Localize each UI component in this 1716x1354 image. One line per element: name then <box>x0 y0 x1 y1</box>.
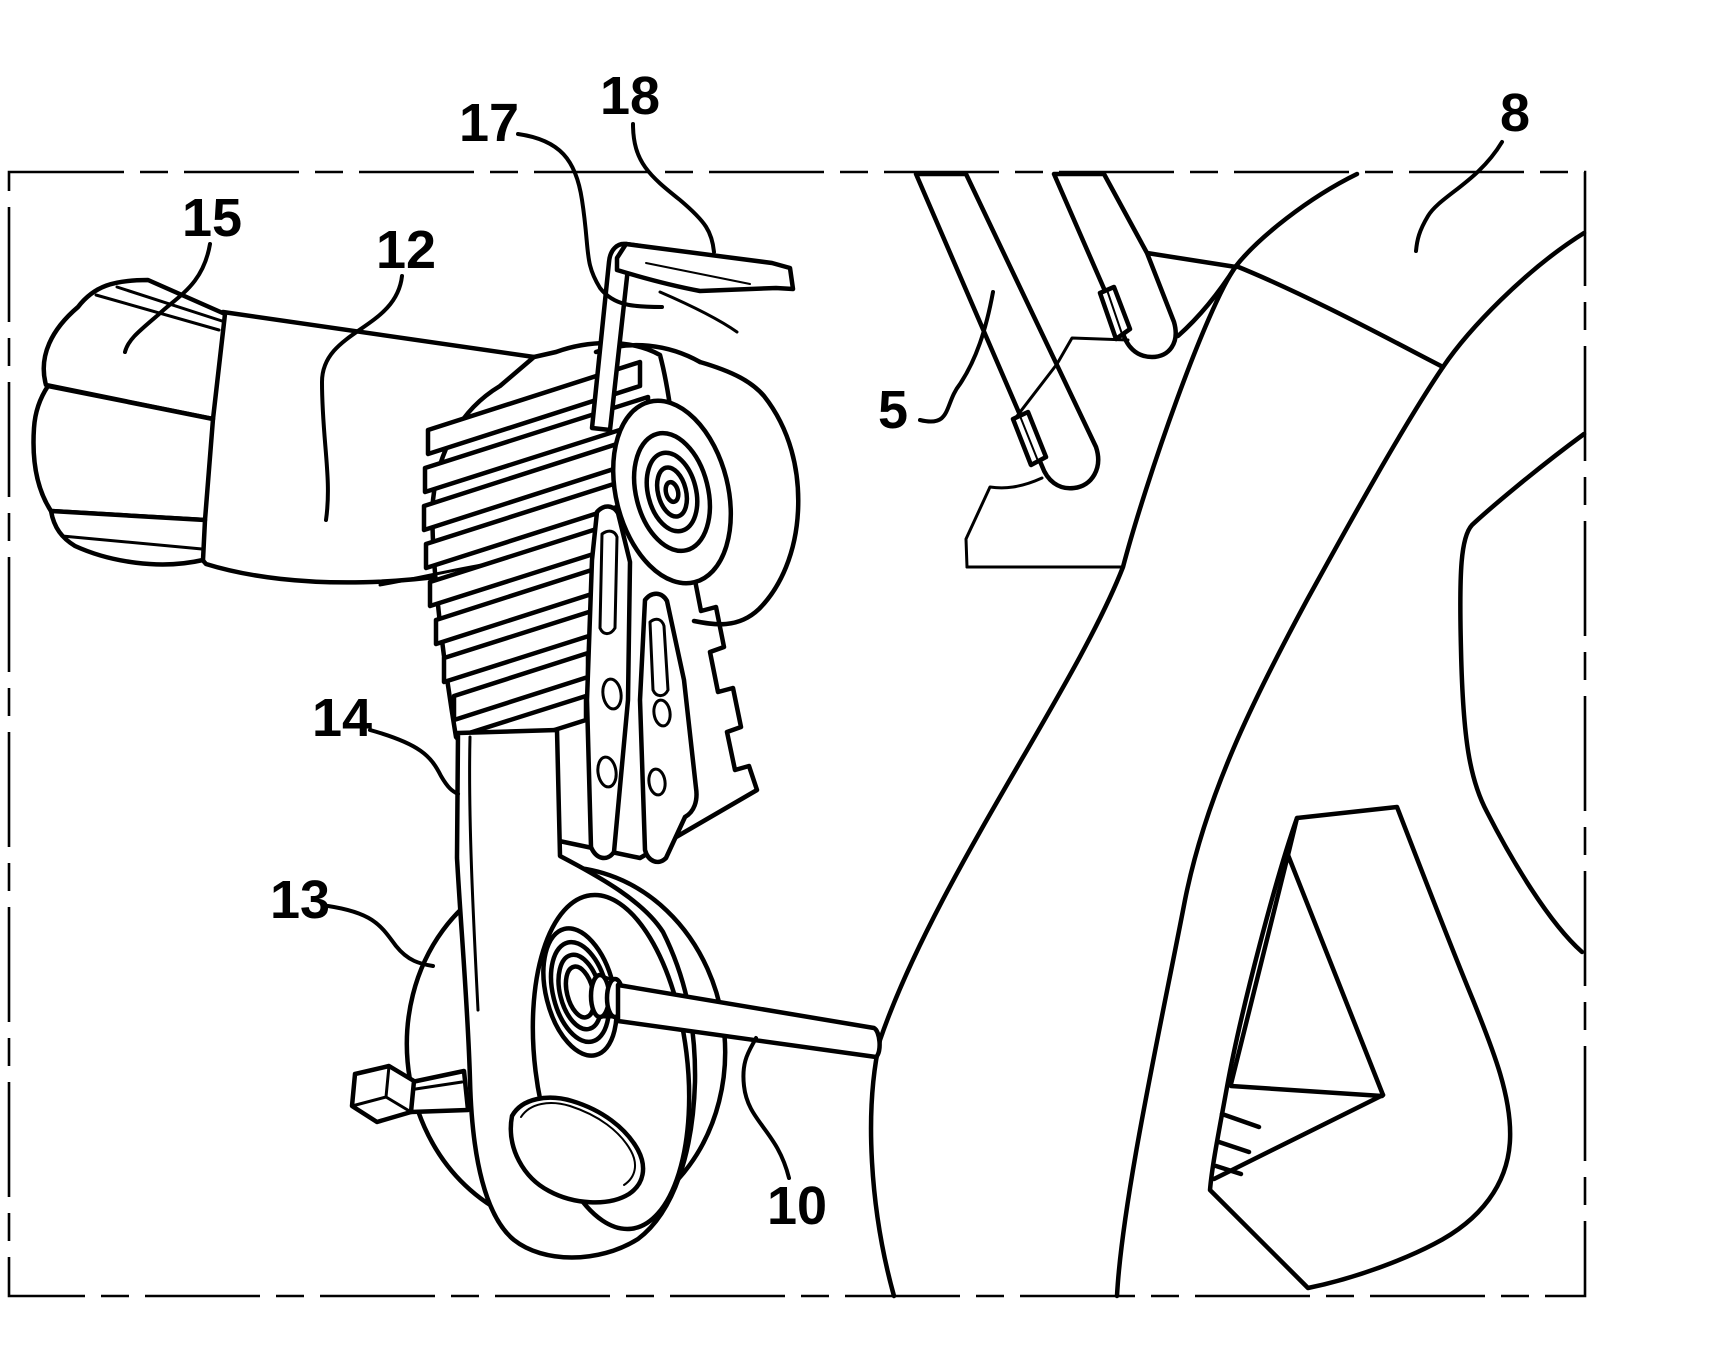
axle-hub <box>541 926 626 1058</box>
leader-line-14 <box>368 728 460 796</box>
stay-clamp-tab-lower-line <box>1019 415 1039 462</box>
hex-bolt <box>349 1063 471 1125</box>
cage-rear-hole-2 <box>647 767 667 797</box>
leader-line-13 <box>326 904 435 968</box>
cutout-inner-edge-top <box>1285 815 1300 858</box>
leader-line-15 <box>123 242 212 354</box>
cage-plates <box>584 504 699 865</box>
leader-line-10 <box>741 1036 791 1180</box>
reference-numeral-14: 14 <box>312 688 372 748</box>
roller-ring-center <box>663 479 681 505</box>
reference-numeral-10: 10 <box>767 1176 827 1236</box>
junction-branch-line <box>1175 263 1239 339</box>
leader-line-12 <box>319 274 404 522</box>
leader-line-18 <box>631 122 716 254</box>
cutout-rib-2 <box>1216 1139 1252 1155</box>
figure-border <box>7 170 1587 1298</box>
cooling-fins <box>421 359 651 761</box>
wheel-and-frame <box>868 171 1587 1299</box>
motor-drive-unit <box>31 241 801 865</box>
cutout-inner-diagonal <box>1285 852 1386 1098</box>
cutout-outer-edge <box>1207 804 1513 1291</box>
cap-skirt-line <box>60 534 204 551</box>
rim-junction-chord <box>1233 263 1446 370</box>
flange-hairline <box>645 262 751 285</box>
roller-pulley <box>593 342 801 627</box>
frame-stay-left <box>913 171 1101 491</box>
cap-skirt <box>48 508 208 567</box>
stay-clamp-tab-upper-line <box>1106 289 1123 335</box>
rim-inner-edge <box>1114 230 1587 1299</box>
frame-blade-edge <box>1458 431 1587 955</box>
arm-kidney-inner-line <box>520 1102 637 1186</box>
cutout-rib-3 <box>1213 1163 1244 1177</box>
stay-step-line-upper <box>1012 336 1130 422</box>
leader-line-17 <box>516 132 664 309</box>
roller-ring-4 <box>654 465 690 519</box>
cage-plate-rear-slot <box>648 617 670 698</box>
reference-numeral-5: 5 <box>878 380 908 440</box>
mounting-arm <box>349 727 698 1260</box>
leader-line-5 <box>918 290 995 424</box>
stay-bridge-line <box>1144 250 1239 270</box>
cage-plate-front-slot <box>598 529 619 636</box>
stay-step-line-lower <box>964 476 1044 569</box>
axle-rod <box>615 982 882 1060</box>
hex-bolt-head <box>349 1063 417 1125</box>
reference-numeral-15: 15 <box>182 188 242 248</box>
knurled-end-cap <box>31 277 228 567</box>
roller-ring-2 <box>631 430 713 554</box>
cage-front-hole-1 <box>601 677 623 711</box>
arm-face-ellipse <box>530 892 692 1232</box>
arm-inner-edge <box>468 735 480 1012</box>
cap-upper-collar <box>41 277 228 422</box>
reference-numeral-8: 8 <box>1500 83 1530 143</box>
reference-numeral-17: 17 <box>459 93 519 153</box>
cage-front-hole-2 <box>596 755 618 789</box>
top-flange <box>614 241 796 334</box>
cage-rear-hole-1 <box>652 698 672 728</box>
hex-bolt-shank-facet <box>407 1080 464 1092</box>
flange-under-line <box>658 290 739 334</box>
cap-upper-facet-1 <box>94 293 221 332</box>
reference-labels: 15 12 17 18 5 8 14 13 10 <box>123 66 1530 1236</box>
cutout-inner-left <box>1228 852 1291 1087</box>
roller-ring-3 <box>644 450 700 534</box>
cutout-lower-diagonal <box>1211 1092 1386 1182</box>
cutout-shelf-line <box>1228 1083 1385 1099</box>
reference-numeral-13: 13 <box>270 870 330 930</box>
reference-numeral-12: 12 <box>376 220 436 280</box>
reference-numeral-18: 18 <box>600 66 660 126</box>
wheel-outer-edge <box>868 171 1360 1299</box>
arm-kidney-cutout <box>508 1095 646 1205</box>
flange-plate <box>614 241 796 294</box>
leader-line-8 <box>1414 140 1504 253</box>
frame-cutout-window <box>1207 804 1513 1291</box>
hex-bolt-head-facet <box>350 1064 413 1114</box>
cutout-rib-1 <box>1219 1111 1262 1130</box>
roller-back-rim <box>691 359 801 627</box>
